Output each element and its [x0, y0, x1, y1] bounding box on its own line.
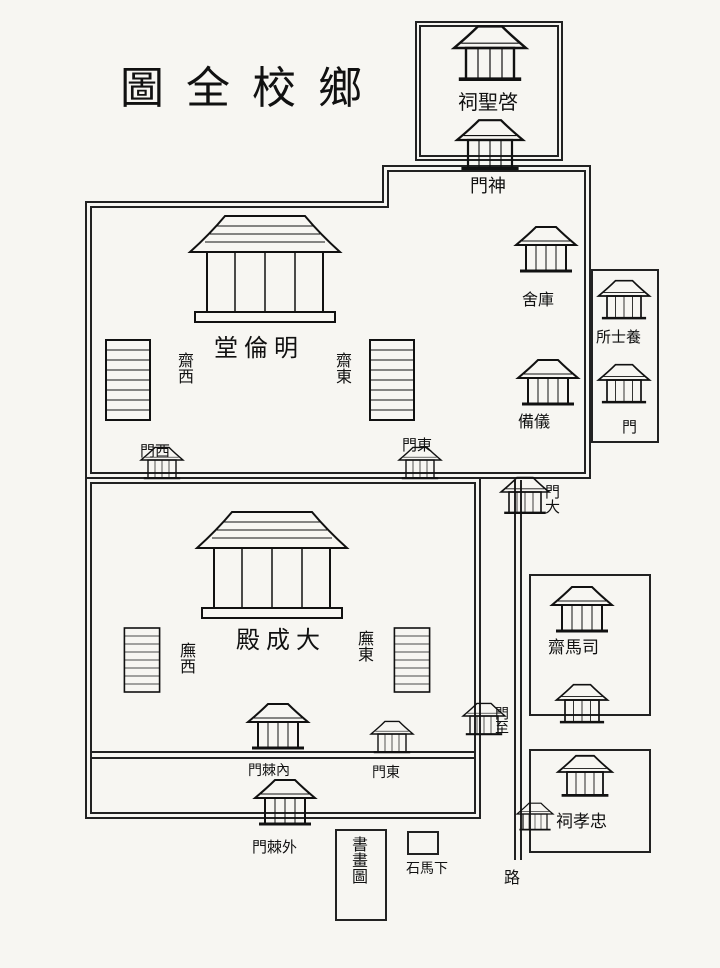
label-east-wu: 廡東: [355, 630, 374, 662]
label-yang-shi-suo: 所士養: [596, 328, 642, 346]
label-zhong-xiao: 祠孝忠: [556, 812, 607, 832]
label-ku-she: 舍庫: [522, 290, 555, 309]
label-wen-qu: 書畫圖: [349, 836, 368, 884]
label-west-wu: 廡西: [177, 642, 196, 674]
label-yu-bei: 備儀: [518, 412, 551, 431]
label-men-right: 門: [622, 418, 638, 436]
label-da-men: 門大: [543, 484, 561, 514]
label-east-zhai: 齋東: [333, 352, 352, 384]
walls: [85, 21, 659, 921]
label-west-zhai: 齋西: [175, 352, 194, 384]
label-ming-lun-tang: 堂倫明: [214, 334, 304, 362]
label-shen-men: 門神: [470, 176, 506, 197]
label-si-ma-zhai: 齋馬司: [548, 638, 599, 658]
label-east-gate-small: 門東: [402, 436, 433, 454]
label-xia-ma: 石馬下: [406, 861, 448, 877]
label-wai-ji-men: 門棘外: [252, 838, 298, 856]
label-nei-ji-men: 門棘內: [248, 763, 290, 779]
building-icons: [105, 24, 651, 831]
label-dong-men: 門東: [372, 765, 400, 781]
map-title: 圖全校鄉: [120, 63, 384, 114]
label-da-cheng-dian: 殿成大: [236, 626, 326, 654]
label-lu: 路: [504, 868, 521, 887]
label-zhong-men: 門至: [493, 706, 509, 734]
label-west-gate-small: 門西: [140, 442, 171, 460]
label-qisheng-ci: 祠聖啓: [458, 90, 518, 114]
